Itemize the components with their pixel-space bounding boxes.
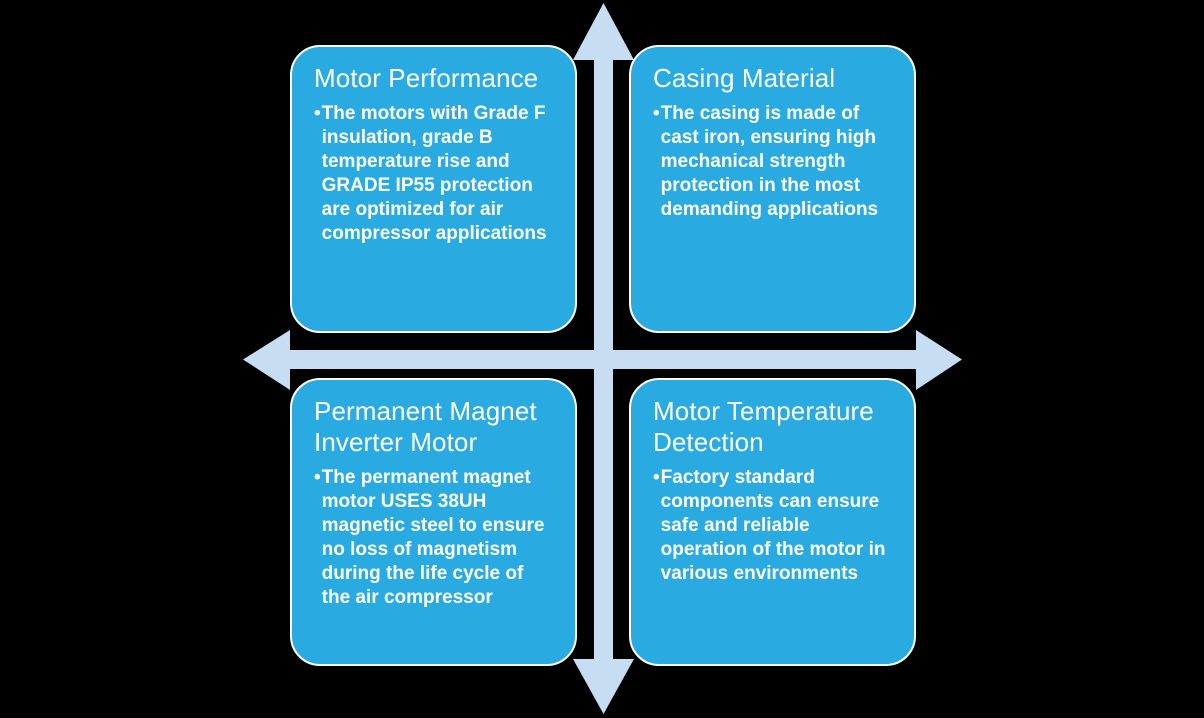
arrow-left-icon [243, 330, 290, 390]
quadrant-card-casing-material[interactable]: Casing Material • The casing is made of … [629, 45, 916, 333]
bullet-icon: • [653, 467, 660, 488]
horizontal-arrow-shaft [285, 350, 922, 369]
quadrant-title: Motor Performance [314, 63, 539, 93]
quadrant-card-permanent-magnet-inverter-motor[interactable]: Permanent Magnet Inverter Motor • The pe… [290, 378, 577, 666]
quadrant-body-text: The permanent magnet motor USES 38UH mag… [321, 467, 545, 608]
quadrant-body: • Factory standard components can ensure… [653, 466, 894, 586]
arrow-up-icon [573, 3, 634, 60]
quadrant-title: Permanent Magnet Inverter Motor [314, 396, 537, 457]
quadrant-title: Casing Material [653, 63, 836, 93]
quadrant-body-text: The motors with Grade F insulation, grad… [321, 103, 547, 244]
quadrant-card-motor-performance[interactable]: Motor Performance • The motors with Grad… [290, 45, 577, 333]
quadrant-body: • The casing is made of cast iron, ensur… [653, 102, 894, 222]
bullet-icon: • [653, 103, 660, 124]
quadrant-body-text: Factory standard components can ensure s… [660, 467, 886, 584]
quadrant-body-text: The casing is made of cast iron, ensurin… [660, 103, 879, 220]
bullet-icon: • [314, 467, 321, 488]
quadrant-title: Motor Temperature Detection [653, 396, 874, 457]
arrow-right-icon [916, 330, 962, 390]
quadrant-body: • The permanent magnet motor USES 38UH m… [314, 466, 555, 610]
quadrant-card-motor-temperature-detection[interactable]: Motor Temperature Detection • Factory st… [629, 378, 916, 666]
quadrant-body: • The motors with Grade F insulation, gr… [314, 102, 555, 246]
arrow-down-icon [573, 659, 634, 714]
vertical-arrow-shaft [594, 58, 613, 662]
bullet-icon: • [314, 103, 321, 124]
